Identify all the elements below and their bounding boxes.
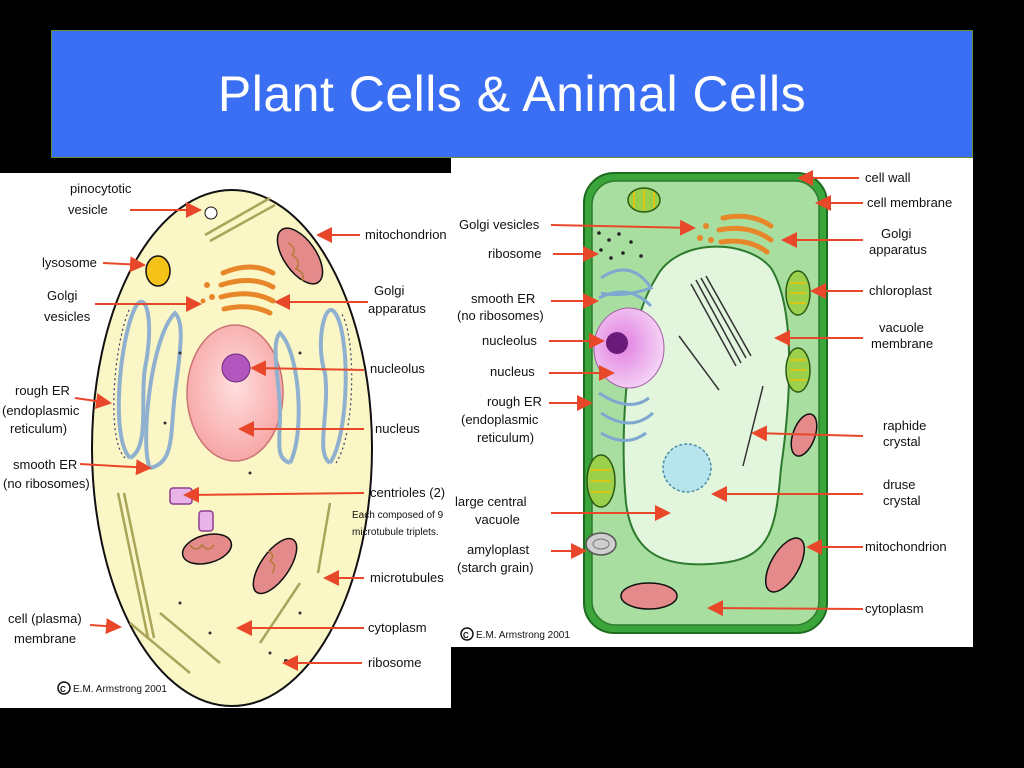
animal-golgi-apparatus	[218, 264, 276, 316]
label-centrioles-note-2: microtubule triplets.	[352, 527, 439, 538]
label-smooth-er-2: (no ribosomes)	[3, 476, 90, 491]
label-ribosome: ribosome	[488, 246, 541, 261]
animal-copyright: E.M. Armstrong 2001	[73, 684, 167, 695]
svg-text:C: C	[60, 685, 66, 694]
label-rough-er-2: (endoplasmic	[2, 403, 80, 418]
svg-text:C: C	[463, 631, 469, 640]
label-mitochondrion: mitochondrion	[865, 539, 947, 554]
copyright-icon	[460, 627, 474, 641]
label-raphide-2: crystal	[883, 434, 921, 449]
label-cytoplasm: cytoplasm	[865, 601, 924, 616]
animal-golgi-vesicles	[200, 282, 215, 304]
label-nucleolus: nucleolus	[482, 333, 537, 348]
label-golgi-vesicles: Golgi vesicles	[459, 217, 540, 232]
raphide-crystals	[678, 275, 764, 467]
plant-cell-diagram: Golgi vesicles ribosome smooth ER (no ri…	[455, 170, 952, 641]
label-rough-er-3: reticulum)	[10, 421, 67, 436]
label-nucleolus: nucleolus	[370, 361, 425, 376]
label-cytoplasm: cytoplasm	[368, 620, 427, 635]
large-central-vacuole	[622, 245, 791, 566]
label-nucleus: nucleus	[490, 364, 535, 379]
label-pinocytotic-2: vesicle	[68, 202, 108, 217]
label-druse-2: crystal	[883, 493, 921, 508]
label-cell-membrane: cell membrane	[867, 195, 952, 210]
label-vacuole-membrane: vacuole	[879, 320, 924, 335]
animal-pointer-arrows	[74, 202, 368, 671]
label-rough-er: rough ER	[487, 394, 542, 409]
plant-cell-panel: Golgi vesicles ribosome smooth ER (no ri…	[451, 158, 973, 647]
label-chloroplast: chloroplast	[869, 283, 932, 298]
label-rough-er: rough ER	[15, 383, 70, 398]
label-raphide: raphide	[883, 418, 926, 433]
plant-copyright: E.M. Armstrong 2001	[476, 630, 570, 641]
animal-cell-panel: pinocytotic vesicle lysosome Golgi vesic…	[0, 173, 451, 708]
label-centrioles-note: Each composed of 9	[352, 510, 444, 521]
label-large-vacuole: large central	[455, 494, 527, 509]
animal-nucleolus	[221, 353, 251, 383]
label-centrioles: centrioles (2)	[370, 485, 445, 500]
animal-smooth-er	[144, 310, 301, 470]
label-golgi-vesicles: Golgi	[47, 288, 77, 303]
label-amyloplast: amyloplast	[467, 542, 530, 557]
label-rough-er-2: (endoplasmic	[461, 412, 539, 427]
lysosome	[145, 255, 171, 287]
label-vacuole-membrane-2: membrane	[871, 336, 933, 351]
label-golgi-apparatus-2: apparatus	[368, 301, 426, 316]
label-nucleus: nucleus	[375, 421, 420, 436]
label-cell-wall: cell wall	[865, 170, 911, 185]
title-bar: Plant Cells & Animal Cells	[51, 30, 973, 158]
label-lysosome: lysosome	[42, 255, 97, 270]
plant-mitochondria	[620, 413, 818, 610]
plant-nucleus	[593, 307, 665, 389]
plant-nucleolus	[606, 332, 628, 354]
plant-ribosomes	[597, 231, 643, 260]
label-mitochondrion: mitochondrion	[365, 227, 447, 242]
label-smooth-er: smooth ER	[13, 457, 77, 472]
label-golgi-apparatus: Golgi	[881, 226, 911, 241]
copyright-icon	[57, 681, 71, 695]
amyloplast	[585, 532, 617, 556]
label-rough-er-3: reticulum)	[477, 430, 534, 445]
label-ribosome: ribosome	[368, 655, 421, 670]
label-microtubules: microtubules	[370, 570, 444, 585]
label-cell-membrane-2: membrane	[14, 631, 76, 646]
label-golgi-vesicles-2: vesicles	[44, 309, 91, 324]
slide-title: Plant Cells & Animal Cells	[217, 66, 807, 122]
microtubules	[116, 196, 332, 674]
pinocytotic-vesicle	[204, 206, 218, 220]
animal-ribosomes	[163, 351, 302, 663]
animal-rough-er	[116, 299, 348, 465]
animal-nucleus	[186, 324, 284, 462]
label-smooth-er-2: (no ribosomes)	[457, 308, 544, 323]
label-cell-membrane: cell (plasma)	[8, 611, 82, 626]
label-smooth-er: smooth ER	[471, 291, 535, 306]
plant-pointer-arrows	[549, 170, 864, 617]
plant-golgi-vesicles	[697, 223, 714, 243]
druse-crystal	[662, 443, 712, 493]
label-amyloplast-2: (starch grain)	[457, 560, 534, 575]
label-druse: druse	[883, 477, 916, 492]
label-large-vacuole-2: vacuole	[475, 512, 520, 527]
plant-golgi-apparatus	[716, 213, 774, 255]
animal-cell-diagram: pinocytotic vesicle lysosome Golgi vesic…	[2, 181, 447, 707]
plant-er	[598, 268, 655, 442]
label-golgi-apparatus: Golgi	[374, 283, 404, 298]
label-pinocytotic: pinocytotic	[70, 181, 132, 196]
label-golgi-apparatus-2: apparatus	[869, 242, 927, 257]
